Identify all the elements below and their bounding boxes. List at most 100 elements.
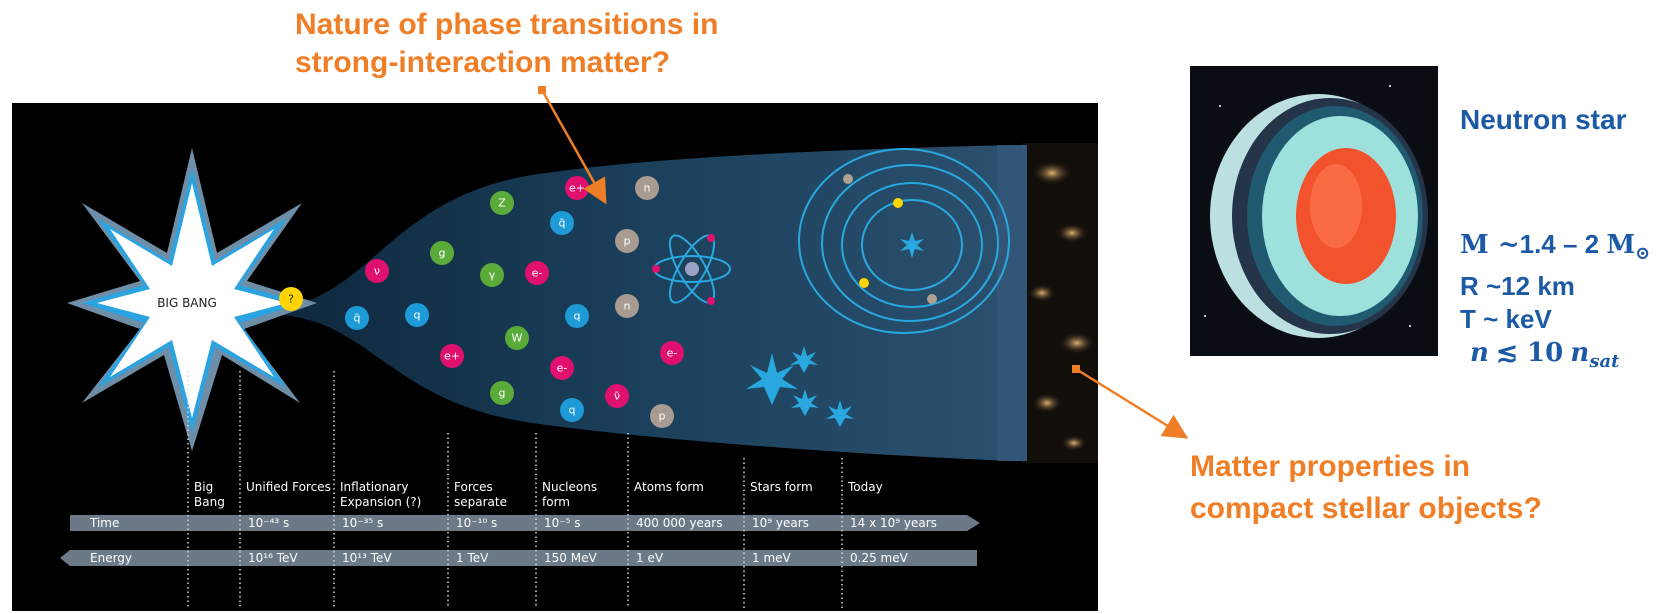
epoch-time: 10⁻⁴³ s [248,516,289,530]
radius-property: R ~12 km [1460,271,1575,302]
phase-transition-question-line2: strong-interaction matter? [295,46,671,79]
particle-circle [365,259,389,283]
mass-prefix: M ~ [1460,230,1520,260]
epoch-label: Stars form [750,480,813,494]
big-bang-label: BIG BANG [157,296,217,310]
epoch-label: separate [454,495,507,509]
particle-label: g [499,387,506,400]
stellar-objects-question: Matter properties in compact stellar obj… [1190,446,1542,530]
epoch-energy: 10¹⁶ TeV [248,551,298,565]
unknown-phase-circle [279,287,303,311]
particle-circle [550,211,574,235]
particle-label: W [512,332,523,345]
neutron-star-image [1190,66,1438,356]
particle-label: e+ [569,182,585,195]
epoch-label: Inflationary [340,480,408,494]
particle-label: n [624,300,631,313]
epoch-label: Bang [194,495,225,509]
funnel-edge [997,145,1027,461]
epoch-time: 400 000 years [636,516,722,530]
epoch-label: Big [194,480,213,494]
neutron-star-title: Neutron star [1460,104,1627,135]
solar-system-icon [798,148,1010,334]
particle-circle [440,344,464,368]
unknown-phase-label: ? [288,293,294,306]
epoch-energy: 1 eV [636,551,664,565]
density-symbol: n [1470,338,1489,369]
particle-label: e- [557,362,568,375]
epoch-label: Nucleons [542,480,597,494]
epoch-time: 14 x 10⁹ years [850,516,937,530]
particle-circle [660,341,684,365]
galaxies-strip [1022,143,1098,463]
epoch-time: 10⁹ years [752,516,809,530]
particle-label: e+ [444,350,460,363]
particle-circle [615,294,639,318]
particle-circle [565,304,589,328]
particle-circle [490,381,514,405]
energy-label: Energy [90,551,132,565]
particle-circle [635,176,659,200]
particle-label: q [574,310,581,323]
big-bang-burst: BIG BANG [67,148,317,451]
particle-label: γ [489,269,496,282]
temperature-property: T ~ keV [1460,304,1552,335]
particle-label: g [439,247,446,260]
particle-label: q [414,309,421,322]
epoch-energy: 150 MeV [544,551,597,565]
particle-circle [345,306,369,330]
particle-circle [615,229,639,253]
epoch-label: Unified Forces [246,480,331,494]
forming-stars-icon [746,346,854,427]
particle-label: p [659,410,666,423]
density-relation: ≲ 10 [1496,338,1564,369]
particle-label: q̄ [354,312,361,325]
particle-label: p [624,235,631,248]
particle-label: n [644,182,651,195]
epoch-time: 10⁻¹⁰ s [456,516,497,530]
mass-property: M ~1.4 – 2 M⊙ [1460,228,1650,270]
particle-circle [430,241,454,265]
stellar-objects-question-line1: Matter properties in [1190,450,1471,483]
particle-circle [525,261,549,285]
sun-symbol: ⊙ [1635,243,1651,265]
particle-circle [405,303,429,327]
density-subscript: sat [1589,351,1620,373]
density-n: n [1570,338,1590,369]
epoch-energy: 10¹³ TeV [342,551,392,565]
epoch-energy: 1 TeV [456,551,489,565]
particle-label: q̄ [559,217,566,230]
particle-label: Z [498,197,506,210]
particle-label: q [569,404,576,417]
epoch-label: Forces [454,480,493,494]
particle-label: ν̄ [614,390,620,403]
phase-transition-question-line1: Nature of phase transitions in [295,8,719,41]
expansion-funnel [282,145,1027,461]
time-label: Time [89,516,119,530]
particle-label: ν [374,265,380,278]
particle-circle [480,263,504,287]
phase-transition-question: Nature of phase transitions in strong-in… [295,6,718,82]
energy-bar [60,550,977,566]
epoch-label: Atoms form [634,480,704,494]
density-property: n ≲ 10 nsat [1460,336,1650,378]
particle-circle [650,404,674,428]
particle-circle [505,326,529,350]
stellar-objects-question-line2: compact stellar objects? [1190,492,1542,525]
particle-label: e- [532,267,543,280]
epoch-time: 10⁻⁵ s [544,516,580,530]
mass-unit: M [1606,230,1636,260]
atom-icon [652,234,731,305]
neutron-star-properties: M ~1.4 – 2 M⊙ R ~12 km T ~ keV n ≲ 10 ns… [1460,228,1650,378]
epoch-label: form [542,495,570,509]
time-bar [70,515,980,531]
mass-value: 1.4 – 2 [1519,229,1600,259]
epoch-energy: 1 meV [752,551,792,565]
epoch-label: Today [847,480,883,494]
epoch-time: 10⁻³⁵ s [342,516,383,530]
epoch-energy: 0.25 meV [850,551,909,565]
epoch-label: Expansion (?) [340,495,421,509]
